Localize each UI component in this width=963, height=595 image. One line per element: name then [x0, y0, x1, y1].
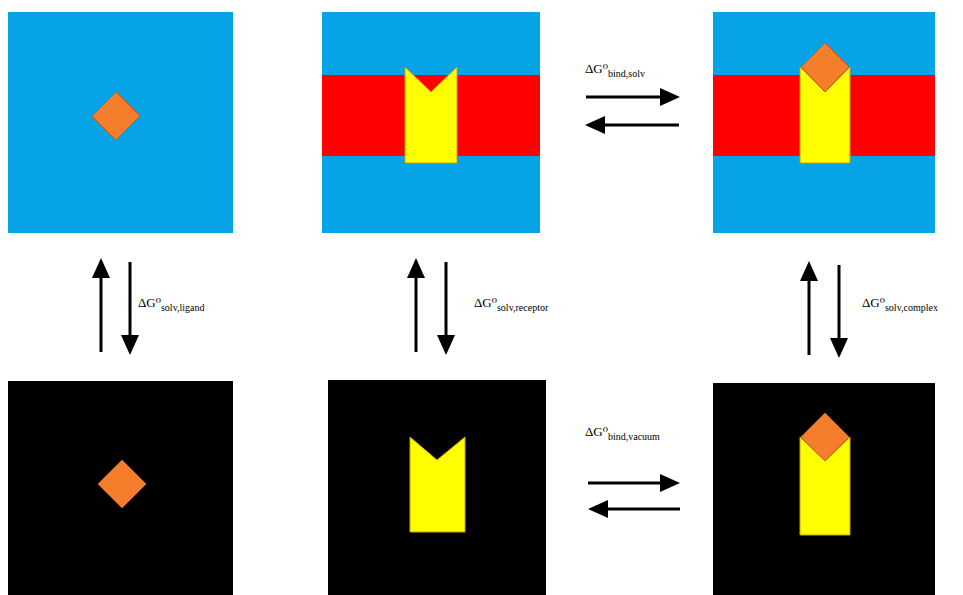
- receptor-shape: [405, 67, 457, 163]
- equilibrium-arrows: [588, 474, 680, 518]
- equilibrium-arrows: [800, 261, 848, 358]
- solvent-panel: [713, 12, 935, 233]
- receptor-shape: [410, 437, 465, 532]
- symbol-part: ΔG⁰: [862, 295, 885, 310]
- ligand-shape: [92, 92, 140, 140]
- solvent-panel: [8, 12, 233, 233]
- subscript-part: solv,ligand: [161, 302, 205, 313]
- equilibrium-arrows: [585, 88, 680, 134]
- symbol-part: ΔG⁰: [585, 424, 608, 439]
- free-energy-label: ΔG⁰bind,solv: [585, 62, 645, 75]
- ligand-shape: [98, 460, 146, 508]
- solvent-panel: [322, 12, 540, 233]
- symbol-part: ΔG⁰: [474, 295, 497, 310]
- vacuum-panel: [8, 381, 233, 595]
- symbol-part: ΔG⁰: [138, 295, 161, 310]
- equilibrium-arrows: [92, 258, 139, 355]
- subscript-part: bind,vacuum: [608, 431, 660, 442]
- ligand-shape: [801, 43, 849, 92]
- free-energy-label: ΔG⁰bind,vacuum: [585, 425, 660, 438]
- subscript-part: solv,complex: [885, 302, 938, 313]
- vacuum-panel: [328, 380, 546, 595]
- vacuum-panel: [713, 383, 935, 595]
- subscript-part: solv,receptor: [497, 302, 548, 313]
- free-energy-label: ΔG⁰solv,complex: [862, 296, 938, 309]
- symbol-part: ΔG⁰: [585, 61, 608, 76]
- subscript-part: bind,solv: [608, 68, 645, 79]
- free-energy-label: ΔG⁰solv,receptor: [474, 296, 548, 309]
- ligand-shape: [801, 413, 849, 461]
- equilibrium-arrows: [407, 258, 455, 355]
- free-energy-label: ΔG⁰solv,ligand: [138, 296, 204, 309]
